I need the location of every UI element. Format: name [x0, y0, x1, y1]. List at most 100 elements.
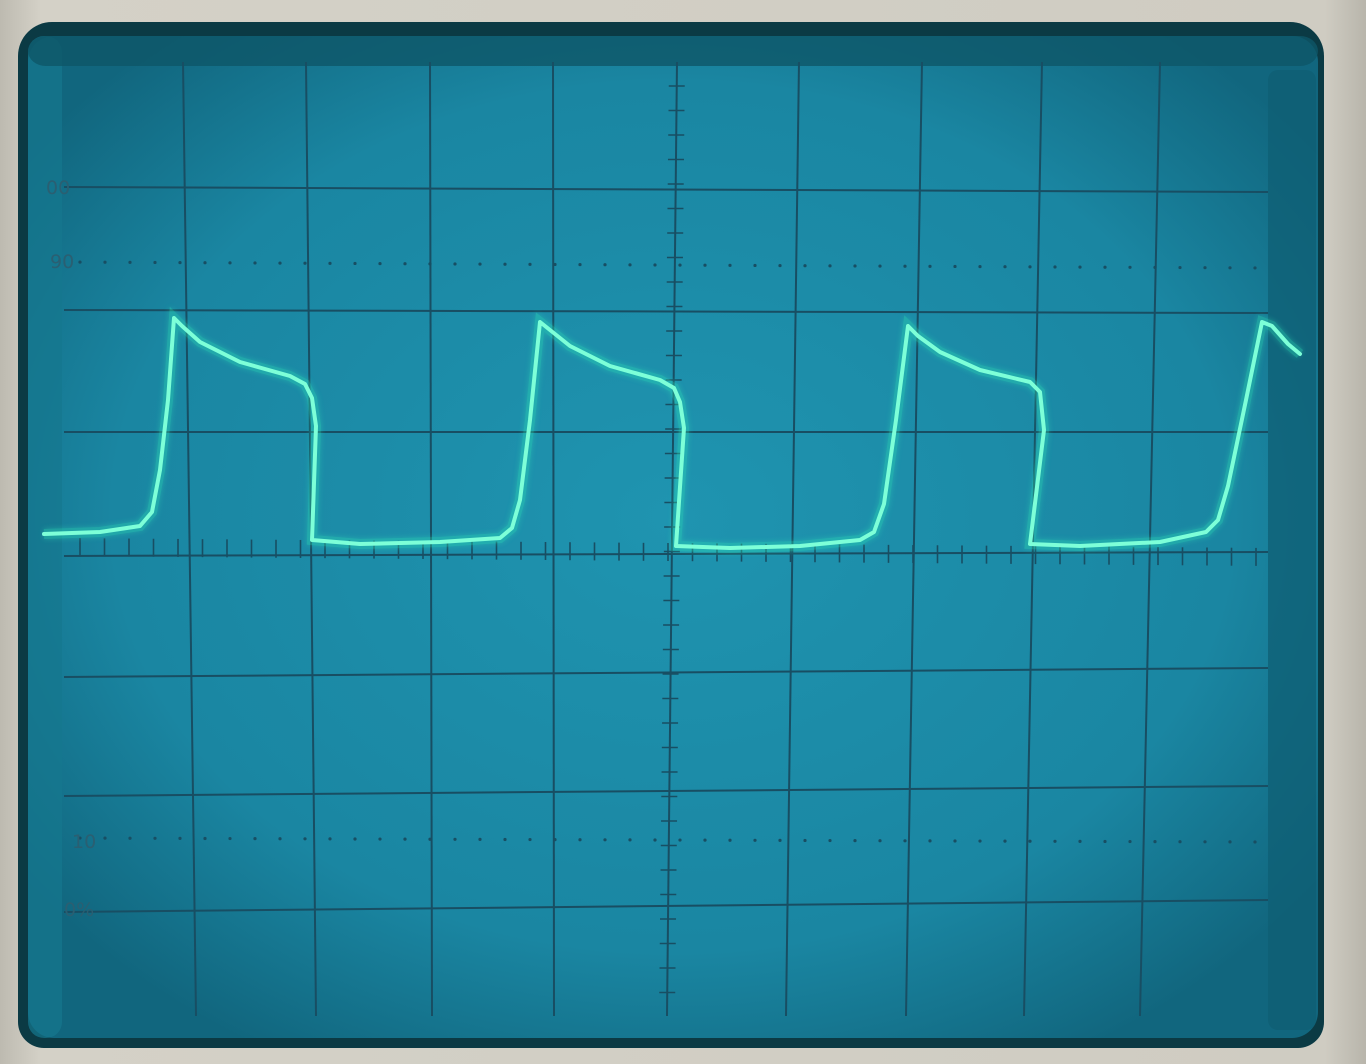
graticule-dot-10	[103, 836, 107, 840]
graticule-dot-90	[1078, 265, 1082, 269]
graticule-dot-90	[603, 263, 607, 267]
graticule-label-10: 10	[72, 831, 96, 853]
graticule-dot-90	[1203, 266, 1207, 270]
graticule-dot-10	[428, 837, 432, 841]
graticule-dot-90	[228, 261, 232, 265]
graticule-dot-10	[828, 838, 832, 843]
graticule-hline	[63, 186, 1269, 193]
graticule-dot-90	[703, 263, 707, 267]
graticule-dot-90	[653, 263, 657, 267]
graticule-dot-90	[853, 264, 857, 268]
graticule-label-100: 00	[46, 177, 70, 199]
graticule-dot-10	[153, 836, 157, 840]
graticule-dot-10	[1203, 840, 1207, 844]
graticule-label-90: 90	[50, 251, 74, 273]
graticule-dot-10	[653, 838, 657, 842]
graticule-dot-90	[728, 263, 732, 267]
graticule-vline	[905, 61, 923, 1017]
graticule-vline	[182, 61, 197, 1017]
graticule-dot-10	[1078, 839, 1082, 843]
graticule-dot-10	[353, 837, 357, 841]
graticule-dot-10	[578, 838, 582, 842]
graticule-dot-10	[303, 837, 307, 841]
graticule-dot-10	[203, 836, 207, 841]
graticule-dot-90	[528, 262, 532, 266]
graticule-dot-90	[903, 264, 907, 268]
graticule-hline	[63, 899, 1269, 913]
graticule-dot-90	[828, 264, 832, 268]
graticule-dot-10	[1103, 839, 1107, 844]
graticule-hline	[63, 551, 1269, 557]
graticule-dot-10	[228, 836, 232, 841]
graticule-hline	[63, 785, 1269, 797]
graticule-dot-90	[478, 262, 482, 266]
graticule-dot-90	[253, 261, 257, 265]
graticule-vline	[785, 61, 800, 1017]
graticule-dot-10	[178, 836, 182, 840]
graticule-dot-90	[1028, 265, 1032, 269]
graticule-dot-10	[378, 837, 382, 841]
graticule-dot-10	[528, 837, 532, 842]
graticule-dot-90	[428, 262, 432, 266]
graticule-dot-10	[978, 839, 982, 843]
graticule-dot-90	[1128, 265, 1132, 269]
graticule-hline	[63, 309, 1269, 314]
graticule-dot-10	[1128, 839, 1132, 844]
graticule-dot-10	[278, 837, 282, 841]
graticule-dot-90	[1228, 266, 1232, 270]
graticule-dot-10	[753, 838, 757, 842]
graticule-dot-10	[628, 838, 632, 842]
graticule-dot-10	[453, 837, 457, 841]
graticule-dot-90	[803, 264, 807, 268]
graticule-dot-90	[578, 262, 582, 267]
graticule-label-0: 0%	[64, 899, 94, 921]
graticule-dot-90	[928, 264, 932, 268]
graticule-dot-10	[253, 837, 257, 841]
graticule-dot-90	[203, 261, 207, 265]
graticule-dot-10	[553, 838, 557, 842]
waveform-trace	[42, 316, 1302, 550]
graticule-dot-90	[753, 263, 757, 268]
graticule-dot-90	[453, 262, 457, 266]
graticule-dot-90	[153, 260, 157, 265]
graticule-dot-10	[803, 838, 807, 843]
graticule-dot-10	[478, 837, 482, 841]
screen-right-edge	[1268, 70, 1316, 1030]
graticule-dot-10	[1153, 840, 1157, 844]
graticule-dot-90	[503, 262, 507, 266]
graticule-dot-90	[1253, 266, 1257, 270]
graticule-dot-10	[603, 838, 607, 842]
graticule-dot-10	[903, 839, 907, 843]
graticule-dot-10	[328, 837, 332, 841]
graticule-hline	[63, 667, 1269, 678]
graticule-dot-90	[328, 261, 332, 265]
graticule-dot-90	[1053, 265, 1057, 269]
graticule-dot-10	[928, 839, 932, 843]
graticule-dot-10	[678, 838, 682, 842]
graticule-dot-10	[403, 837, 407, 841]
graticule-dot-90	[628, 263, 632, 267]
graticule-dot-10	[503, 837, 507, 842]
graticule-dot-90	[1103, 265, 1107, 269]
graticule-dot-10	[78, 836, 82, 840]
graticule-dot-10	[878, 839, 882, 843]
graticule-dot-10	[703, 838, 707, 842]
graticule-dot-10	[778, 838, 782, 842]
graticule-dot-90	[1153, 265, 1157, 270]
graticule-dot-10	[1053, 839, 1057, 843]
graticule-dot-90	[103, 260, 107, 264]
graticule-dotted-lines	[78, 260, 1257, 844]
graticule-dot-10	[1253, 840, 1257, 844]
graticule-dot-90	[978, 264, 982, 269]
graticule-dot-90	[178, 260, 182, 265]
graticule-dot-90	[953, 264, 957, 269]
graticule-dot-90	[878, 264, 882, 268]
graticule-dot-10	[1178, 840, 1182, 844]
graticule-dot-90	[403, 262, 407, 266]
graticule-dot-90	[1178, 265, 1182, 270]
graticule-dot-10	[1028, 839, 1032, 843]
graticule-dot-10	[728, 838, 732, 842]
graticule-vline	[552, 61, 555, 1017]
